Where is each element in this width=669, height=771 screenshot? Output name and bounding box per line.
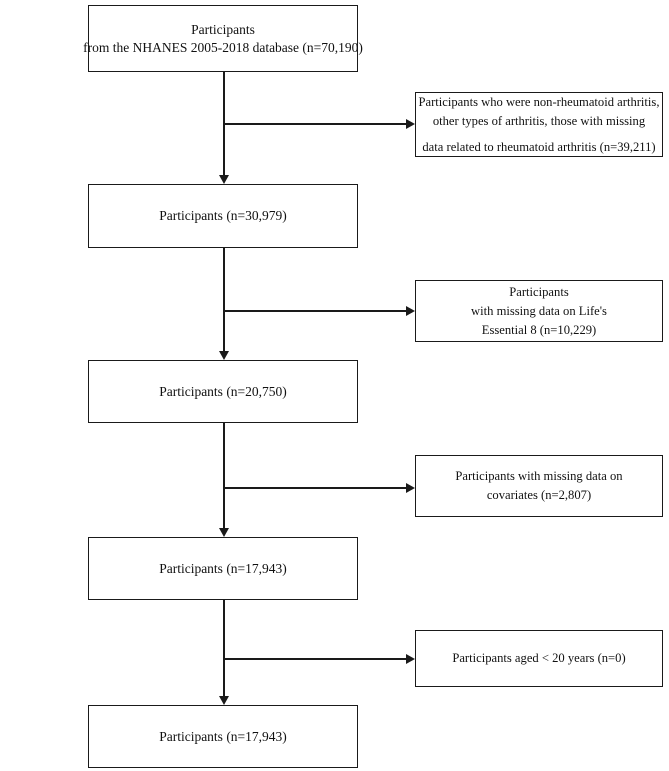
flow-box-line: Participants (n=20,750) — [159, 383, 287, 399]
flow-box-after-le8-exclusion: Participants (n=20,750) — [88, 360, 358, 423]
arrowhead-down-2 — [219, 351, 229, 360]
arrowhead-right-1 — [406, 119, 415, 129]
exclusion-box-covariates: Participants with missing data on covari… — [415, 455, 663, 517]
flow-box-line: Participants (n=30,979) — [159, 208, 287, 223]
exclusion-box-arthritis: Participants who were non-rheumatoid art… — [415, 92, 663, 157]
exclusion-box-line: covariates (n=2,807) — [486, 488, 592, 502]
exclusion-box-line: Participants who were non-rheumatoid art… — [418, 94, 660, 109]
arrowhead-down-1 — [219, 175, 229, 184]
arrowhead-right-4 — [406, 654, 415, 664]
connector-trunk-3 — [223, 423, 225, 528]
connector-trunk-2 — [223, 248, 225, 351]
exclusion-box-line: Participants with missing data on — [455, 469, 623, 483]
flow-box-line: Participants (n=17,943) — [159, 560, 287, 576]
flow-box-after-covariate-exclusion: Participants (n=17,943) — [88, 537, 358, 600]
exclusion-box-age: Participants aged < 20 years (n=0) — [415, 630, 663, 687]
flow-box-after-arthritis-exclusion: Participants (n=30,979) — [88, 184, 358, 248]
arrowhead-right-2 — [406, 306, 415, 316]
connector-trunk-4 — [223, 600, 225, 696]
exclusion-box-line: Participants aged < 20 years (n=0) — [452, 651, 626, 665]
arrowhead-down-3 — [219, 528, 229, 537]
connector-branch-4 — [224, 658, 406, 660]
flow-box-enrolled: Participants from the NHANES 2005-2018 d… — [83, 5, 363, 72]
flow-box-final-sample: Participants (n=17,943) — [88, 705, 358, 768]
exclusion-box-life-essential-8: Participants with missing data on Life's… — [415, 280, 663, 342]
flow-box-line: Participants — [191, 21, 255, 37]
exclusion-box-line: data related to rheumatoid arthritis (n=… — [422, 139, 656, 154]
connector-branch-1 — [224, 123, 406, 125]
exclusion-box-line: with missing data on Life's — [471, 303, 607, 318]
connector-branch-2 — [224, 310, 406, 312]
exclusion-box-line: Participants — [509, 284, 569, 299]
arrowhead-right-3 — [406, 483, 415, 493]
flow-box-line: Participants (n=17,943) — [159, 728, 287, 744]
flow-box-line: from the NHANES 2005-2018 database (n=70… — [83, 39, 363, 55]
connector-branch-3 — [224, 487, 406, 489]
exclusion-box-line: other types of arthritis, those with mis… — [432, 113, 646, 128]
arrowhead-down-4 — [219, 696, 229, 705]
exclusion-box-line: Essential 8 (n=10,229) — [481, 322, 597, 337]
